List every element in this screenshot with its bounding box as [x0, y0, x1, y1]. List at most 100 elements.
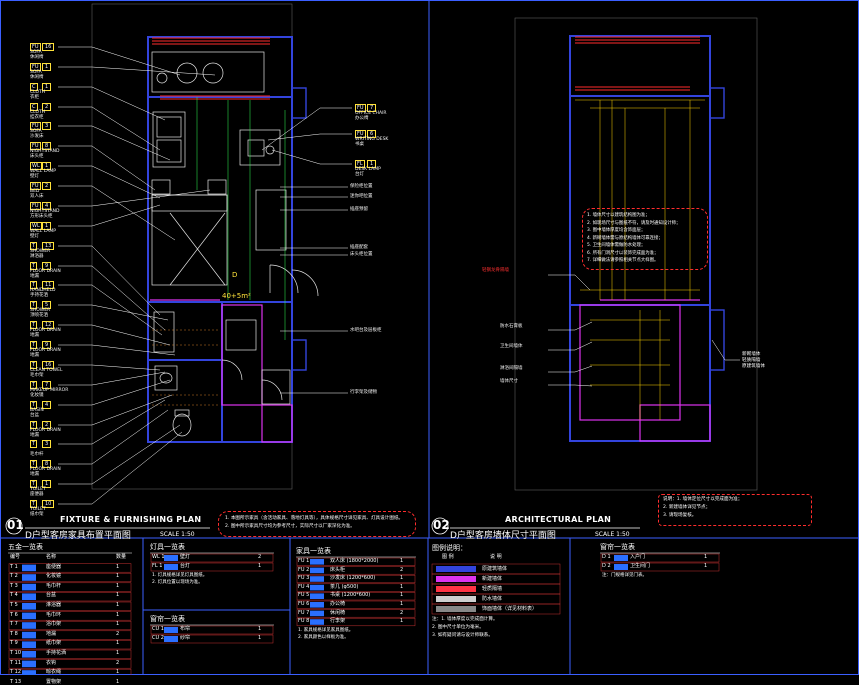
fixtures-header: 编号	[10, 554, 21, 560]
plan2-right-note-2: 轻质隔墙	[742, 358, 761, 363]
fixtures-row-id: T 11	[10, 659, 22, 666]
plan2-note-line: 3. 图中墙体厚度均含饰面层；	[587, 228, 646, 233]
tag-name-en: SOFA	[30, 129, 42, 134]
plan2-note-line: 7. 详细做法请参照相关节点大样图。	[587, 258, 659, 263]
tag-name-cn: 毛巾架	[30, 373, 44, 378]
legend-swatch	[436, 596, 476, 602]
fixtures-row-qty: 2	[116, 659, 120, 666]
row-swatch	[22, 574, 36, 581]
plan2-bottom-notes: 说明：1. 墙体定位尺寸以完成面为准； 2. 新建墙体详见节点； 3. 请现场复…	[658, 494, 812, 526]
tag-code: C	[30, 103, 38, 111]
tag-name-cn: 毛巾杆	[30, 452, 44, 457]
fixtures-row-name: 地漏	[46, 630, 57, 637]
row-swatch	[164, 636, 178, 642]
tag-code: FU	[30, 142, 41, 150]
plan2-right-note-3: 原建筑墙体	[742, 364, 765, 369]
tag-name-en: NIGHTSTAND	[30, 149, 60, 154]
tag-name-en: CLOTH	[30, 110, 46, 115]
tag-name-en: FLOOR DRAIN	[30, 269, 61, 274]
fixtures-row-qty: 1	[116, 650, 120, 656]
tag-leader-line	[58, 379, 171, 406]
tag-name-cn: 地漏	[30, 433, 39, 438]
table-row-box	[8, 601, 132, 611]
plan2-window-top	[575, 36, 700, 91]
tag-name-cn: 台灯	[355, 172, 364, 177]
tag-name-en: CLOTH	[30, 90, 46, 95]
legend-note: 注：1. 墙体厚度以完成面计算。	[432, 617, 498, 622]
fixtures-row-qty: 1	[116, 563, 120, 570]
plan1-title-en: FIXTURE & FURNISHING PLAN	[60, 515, 202, 524]
tag-code: FU	[30, 202, 41, 210]
tag-leader-line	[58, 86, 166, 121]
furniture-row-id: FU 3	[298, 575, 310, 582]
fixtures-row-id: T 13	[10, 678, 22, 685]
fixtures-row-name: 淋浴器	[46, 602, 62, 608]
tag-number: 1	[42, 83, 52, 91]
callout-note: 迷你吧位置	[350, 194, 373, 199]
tag-name-en: OFFICE CHAIR	[355, 111, 387, 116]
table-row-box	[150, 562, 274, 572]
curtains-row-name: 布帘	[180, 626, 191, 632]
plan2-magenta-walls	[579, 299, 711, 442]
table-row-box	[8, 611, 132, 621]
plan2-right-note: 新砌墙体 轻质隔墙 原建筑墙体	[742, 352, 765, 370]
tag-name-cn: 沙发床	[30, 134, 44, 139]
tag-code: FU	[355, 130, 366, 138]
fixtures-row-qty: 1	[116, 573, 120, 580]
tag-name-cn: 顶喷花洒	[30, 313, 48, 318]
tag-name-cn: 壁灯	[30, 174, 39, 179]
tag-leader-line	[58, 431, 183, 505]
tag-code: FL	[355, 160, 365, 168]
lamps-row-name: 壁灯	[180, 554, 191, 560]
tag-number: 4	[42, 202, 52, 210]
tag-name-en: NIGHTSTAND	[30, 209, 60, 214]
fixtures-row-name: 毛巾环	[46, 611, 62, 618]
fixtures-row-qty: 1	[116, 602, 120, 608]
plan1-leaders	[58, 46, 352, 505]
tag-code: WL	[30, 162, 42, 170]
plan2-note-line: 6. 所有门洞尺寸以装饰完成面为准；	[587, 250, 659, 256]
plan1-dims	[196, 97, 286, 340]
tag-leader-line	[58, 364, 161, 371]
table-row-box	[296, 592, 416, 601]
tag-name-cn: 书桌	[355, 142, 364, 147]
lamps-note: 2. 灯具位置以现场为准。	[152, 580, 203, 585]
tag-number: 1	[42, 480, 52, 488]
tag-name-cn: 地漏	[30, 333, 39, 338]
furniture-row-id: FU 4	[298, 583, 310, 590]
plan2-bottom-note-1: 说明：1. 墙体定位尺寸以完成面为准；	[663, 497, 743, 502]
callout-note: 插座预留	[350, 207, 368, 212]
table-row-box	[296, 617, 416, 627]
tag-code: T	[30, 341, 38, 349]
plan2-note-line: 2. 如现场尺寸与图纸不符，请及时通知设计师；	[587, 220, 681, 226]
fixtures-row-id: T 2	[10, 573, 18, 580]
row-swatch	[22, 641, 36, 648]
tag-name-en: TOILET	[30, 487, 46, 492]
furniture-row-name: 行李架	[330, 618, 346, 625]
doors-row-qty: 1	[704, 554, 708, 560]
tag-leader-line	[58, 145, 156, 191]
tag-number: 9	[42, 262, 52, 270]
tag-name-cn: 挂衣柜	[30, 115, 44, 120]
fixtures-title: 五金一览表	[8, 543, 43, 551]
tag-number: 3	[42, 122, 52, 130]
fixtures-row-qty: 1	[116, 611, 120, 618]
tag-number: 5	[42, 301, 52, 309]
tag-leader-line	[58, 284, 163, 336]
tag-name-en: SHOWER	[30, 249, 51, 254]
tag-leader-line	[58, 399, 166, 445]
furniture-row-id: FU 6	[298, 601, 310, 607]
tag-code: FU	[30, 182, 41, 190]
tag-number: 7	[367, 104, 377, 112]
tag-leader-line	[58, 324, 171, 346]
table-row-box	[8, 592, 132, 602]
table-row-box	[8, 640, 132, 650]
fixtures-row-name: 浴巾架	[46, 621, 62, 628]
lamps-row-id: WL 1	[152, 554, 165, 560]
plan2-left-label: 淋浴间隔墙	[500, 366, 523, 371]
fixtures-row-id: T 8	[10, 630, 18, 637]
curtains-title: 窗帘一览表	[150, 615, 185, 623]
tag-code: T	[30, 361, 38, 369]
tag-name-cn: 地漏	[30, 472, 39, 477]
table-row-box	[150, 634, 274, 644]
